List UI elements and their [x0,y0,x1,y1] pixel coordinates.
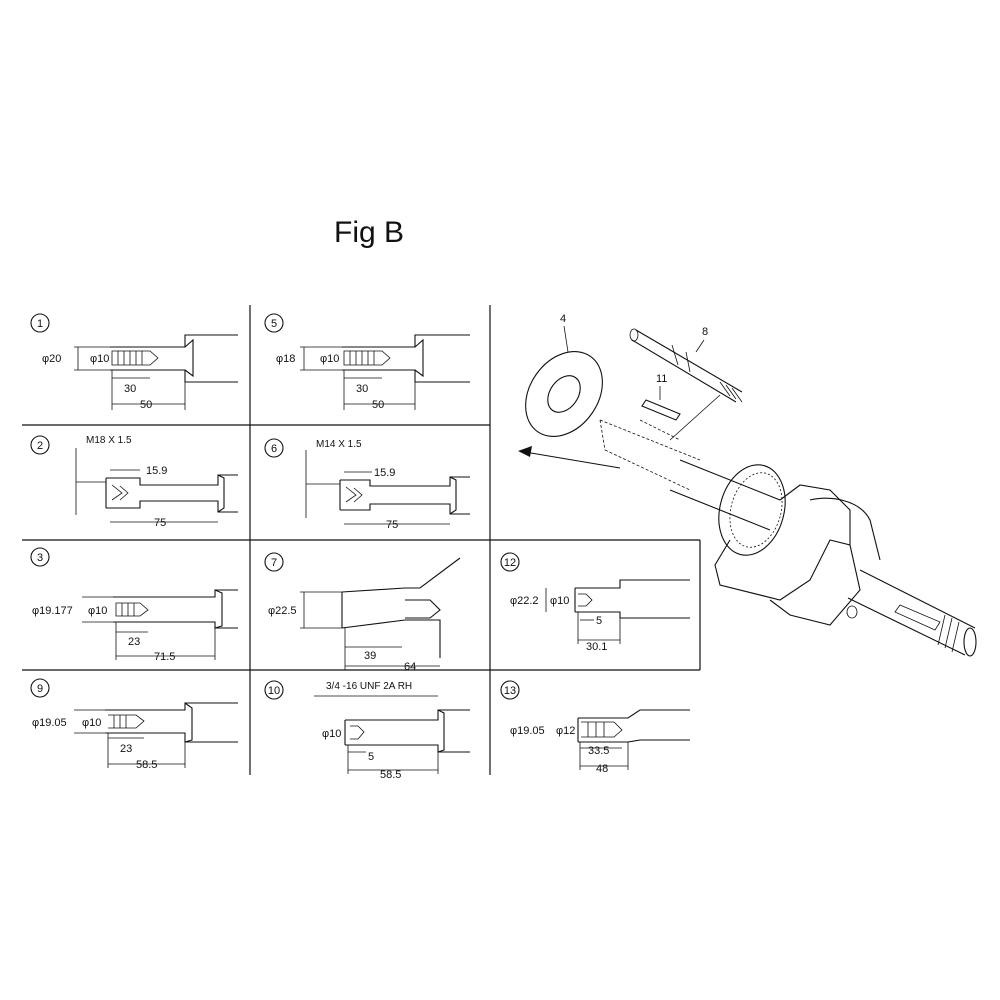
dim-diameter: φ19.05 [32,717,67,729]
cell-7: 7 φ22.5 39 64 [264,552,461,673]
dim-diameter: φ18 [276,353,295,365]
dim-length-b: 64 [404,661,416,673]
dim-length: 58.5 [380,769,401,781]
cell-6: 6 M14 X 1.5 15.9 75 [264,438,470,531]
callout-4: 4 [560,313,566,325]
dim-length: 75 [386,519,398,531]
washer-outer [525,351,603,437]
dim-length: 71.5 [154,651,175,663]
dim-depth: 30 [124,383,136,395]
cell-number: 2 [37,440,43,452]
grid-lines [22,305,701,775]
callout-11: 11 [656,373,667,385]
dim-length-a: 39 [364,650,376,662]
dim-bore: φ10 [320,353,339,365]
cell-number: 5 [271,318,277,330]
dim-bore: φ12 [556,725,575,737]
dim-diameter: φ19.05 [510,725,545,737]
cell-1: 1 φ20 φ10 30 50 [30,313,238,411]
dim-diameter: φ20 [42,353,61,365]
dim-thread-length: 15.9 [146,465,167,477]
cell-number: 7 [271,557,277,569]
cell-13: 13 φ19.05 φ12 33.5 48 [500,680,690,775]
cell-number: 6 [271,443,277,455]
dim-thread-length: 15.9 [374,467,395,479]
thread-spec: M14 X 1.5 [316,439,362,450]
cell-3: 3 φ19.177 φ10 23 71.5 [30,547,238,663]
cell-number: 1 [37,318,43,330]
dim-length: 50 [140,399,152,411]
callout-8: 8 [702,326,708,338]
dim-bore: φ10 [550,595,569,607]
crankshaft-illustration: 4 8 11 [518,313,977,657]
dim-diameter: φ22.5 [268,605,297,617]
dim-diameter: φ19.177 [32,605,73,617]
dim-length: 50 [372,399,384,411]
dim-depth: 5 [368,751,374,763]
dim-bore: φ10 [88,605,107,617]
dim-depth: 33.5 [588,745,609,757]
dim-length: 48 [596,763,608,775]
cell-number: 10 [268,685,280,697]
cell-number: 3 [37,552,43,564]
cell-10: 10 3/4 -16 UNF 2A RH φ10 5 58.5 [264,680,470,781]
cell-number: 12 [504,557,516,569]
thread-spec: M18 X 1.5 [86,435,132,446]
dim-bore: φ10 [322,728,341,740]
washer-inner [547,375,581,413]
dim-depth: 5 [596,615,602,627]
cell-number: 13 [504,685,516,697]
dim-length: 75 [154,517,166,529]
dim-depth: 23 [120,743,132,755]
cell-number: 9 [37,683,43,695]
dim-length: 58.5 [136,759,157,771]
dim-depth: 30 [356,383,368,395]
dim-length: 30.1 [586,641,607,653]
cell-5: 5 φ18 φ10 30 50 [264,313,470,411]
dim-bore: φ10 [90,353,109,365]
dim-depth: 23 [128,636,140,648]
dim-bore: φ10 [82,717,101,729]
dim-diameter: φ22.2 [510,595,539,607]
thread-spec: 3/4 -16 UNF 2A RH [326,681,412,692]
cell-9: 9 φ19.05 φ10 23 58.5 [30,678,238,771]
cell-2: 2 M18 X 1.5 15.9 75 [30,435,238,529]
figure-title: Fig B [334,216,405,249]
cell-12: 12 φ22.2 φ10 5 30.1 [500,552,690,653]
